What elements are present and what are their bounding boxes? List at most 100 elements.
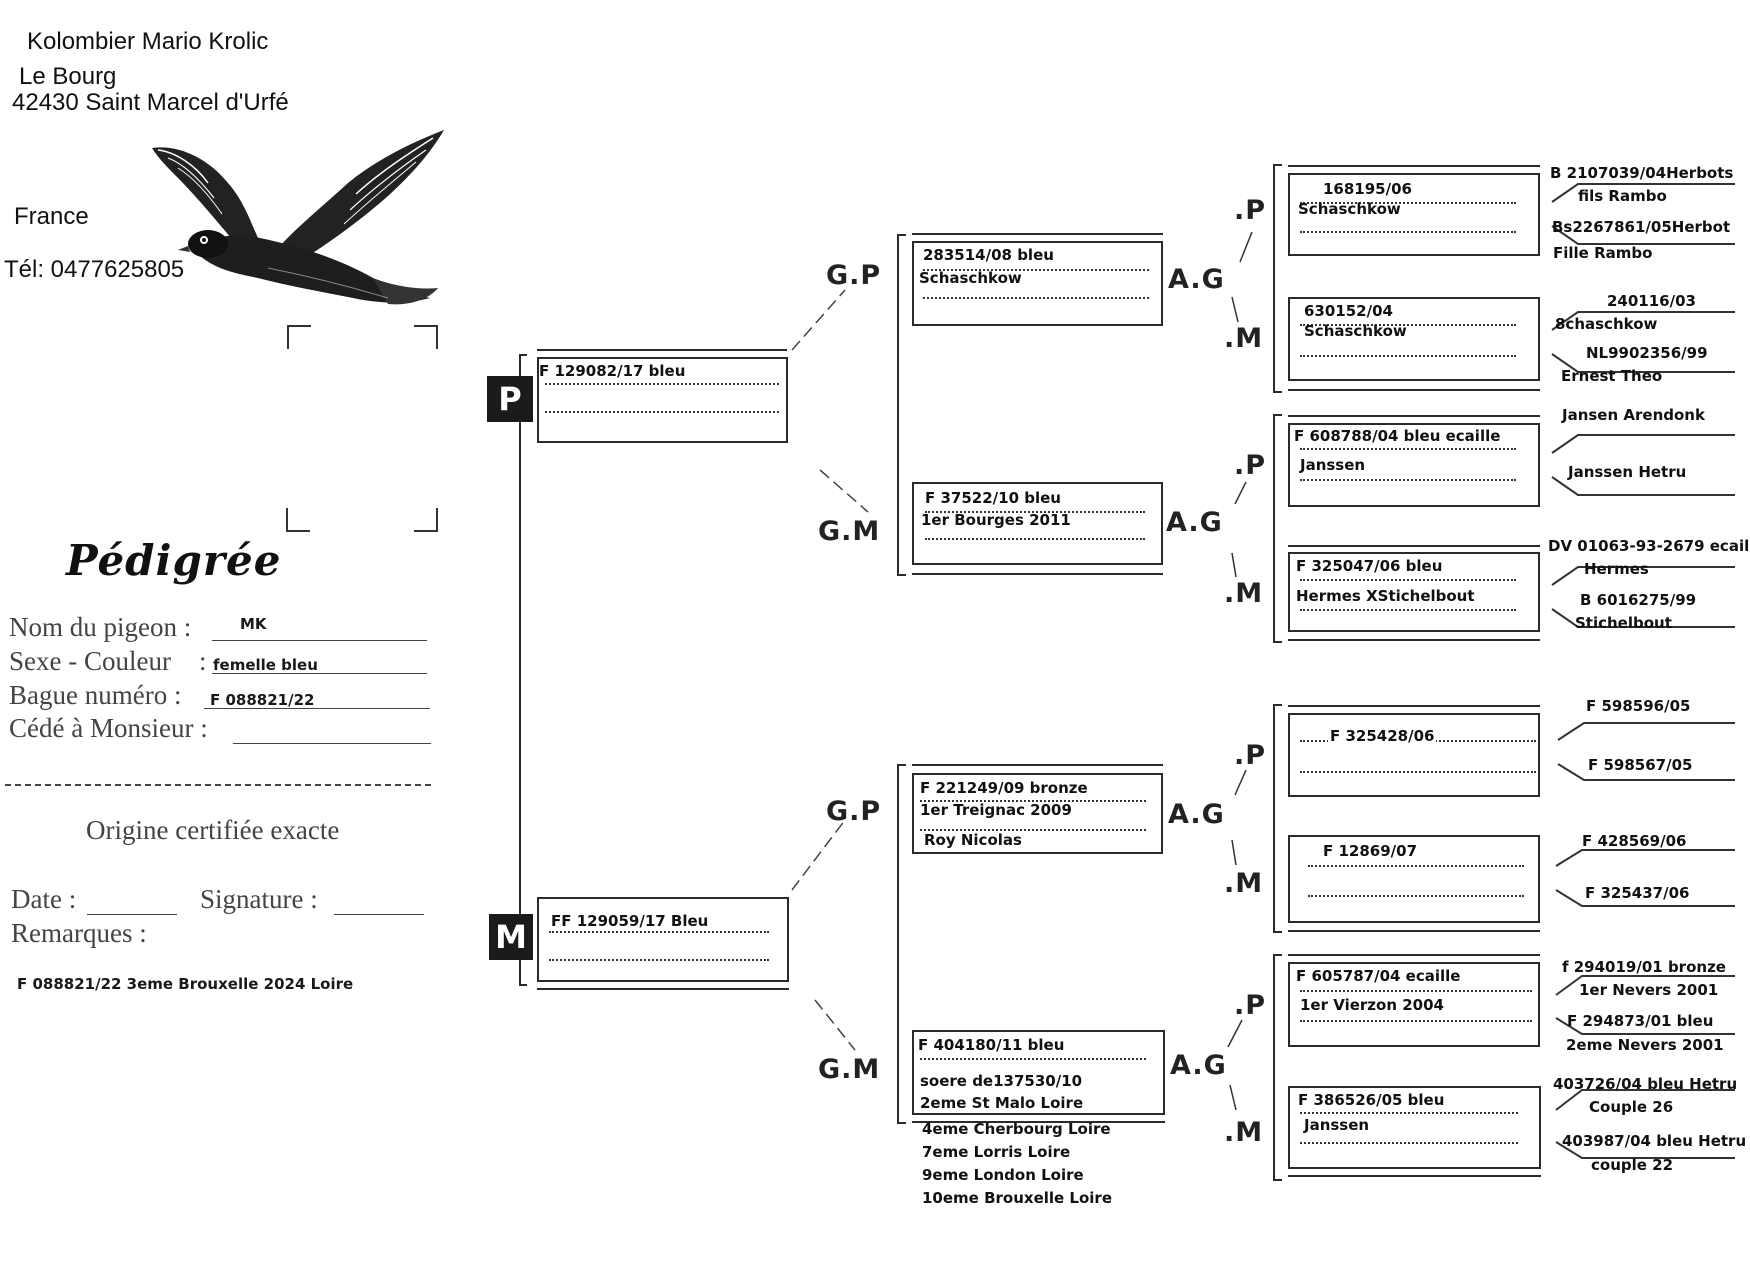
sex-color-label: Sexe - Couleur — [9, 646, 171, 676]
ggg-1a-info: fils Rambo — [1578, 187, 1667, 205]
gg-8-info: Janssen — [1304, 1116, 1370, 1134]
gg-7-ring: F 605787/04 ecaille — [1296, 967, 1461, 985]
name-value: MK — [240, 615, 267, 633]
pedigree-title: Pédigrée — [66, 536, 282, 585]
label-ag-4: A.G — [1170, 1050, 1227, 1081]
father-badge: P — [487, 376, 533, 422]
gg-1-info: Schaschkow — [1298, 200, 1401, 218]
gg-box-7[interactable]: F 605787/04 ecaille 1er Vierzon 2004 — [1288, 962, 1540, 1047]
address-line-1: Le Bourg — [19, 63, 117, 90]
label-gp-father-side: G.P — [826, 260, 882, 291]
gg-4-info: Hermes XStichelbout — [1296, 587, 1475, 605]
mother-badge: M — [489, 914, 533, 960]
sex-color-separator: : — [199, 646, 207, 676]
father-ring: F 129082/17 bleu — [539, 362, 686, 380]
label-ggm-1: .M — [1224, 323, 1264, 354]
label-ggp-3: .P — [1234, 740, 1267, 771]
ggg-8a-info: Couple 26 — [1589, 1098, 1674, 1116]
phone: Tél: 0477625805 — [4, 256, 185, 283]
ggg-6b: F 325437/06 — [1585, 884, 1690, 902]
parents-bracket — [519, 354, 527, 986]
transferred-label: Cédé à Monsieur : — [9, 713, 208, 743]
gg-7-info: 1er Vierzon 2004 — [1300, 996, 1444, 1014]
maternal-grandmother-result-5: 10eme Brouxelle Loire — [922, 1189, 1112, 1207]
gg-box-3[interactable]: F 608788/04 bleu ecaille Janssen — [1288, 423, 1540, 507]
gg-8-ring: F 386526/05 bleu — [1298, 1091, 1445, 1109]
label-ggp-4: .P — [1234, 990, 1267, 1021]
sex-color-line — [212, 673, 427, 674]
gg-box-1[interactable]: 168195/06 Schaschkow — [1288, 173, 1540, 256]
maternal-grandmother-result-4: 9eme London Loire — [922, 1166, 1084, 1184]
label-ggm-3: .M — [1224, 868, 1264, 899]
ggg-2a-info: 8chaschkow — [1555, 315, 1658, 333]
ring-value: F 088821/22 — [210, 691, 315, 709]
photo-frame-corner-br — [414, 508, 438, 532]
name-label: Nom du pigeon : — [9, 612, 192, 642]
name-line — [212, 640, 427, 641]
remarks-value: F 088821/22 3eme Brouxelle 2024 Loire — [17, 975, 354, 993]
father-box[interactable]: F 129082/17 bleu — [537, 357, 788, 443]
paternal-grandfather-box[interactable]: 283514/08 bleu Schaschkow — [912, 241, 1163, 326]
ggg-7a: f 294019/01 bronze — [1562, 958, 1726, 976]
gg-box-5[interactable]: F 325428/06 — [1288, 713, 1540, 797]
gg-box-6[interactable]: F 12869/07 — [1288, 835, 1540, 923]
transferred-line — [233, 743, 431, 744]
gg-6-ring: F 12869/07 — [1323, 842, 1418, 860]
label-gm-mother-side: G.M — [818, 1054, 881, 1085]
ggg-1b-info: Fille Rambo — [1553, 244, 1653, 262]
ggg-3a: Jansen Arendonk — [1562, 406, 1705, 424]
connector-m-gp — [791, 819, 846, 891]
signature-label: Signature : — [200, 884, 318, 914]
label-ag-1: A.G — [1168, 264, 1225, 295]
connector-p-gm — [819, 469, 869, 513]
gg-box-4[interactable]: F 325047/06 bleu Hermes XStichelbout — [1288, 552, 1540, 632]
sex-color-value: femelle bleu — [213, 656, 318, 674]
photo-frame-corner-tr — [414, 325, 438, 349]
ring-line — [204, 708, 430, 709]
label-ggm-4: .M — [1224, 1117, 1264, 1148]
maternal-grandmother-result-3: 7eme Lorris Loire — [922, 1143, 1071, 1161]
ggg-7b: F 294873/01 bleu — [1567, 1012, 1714, 1030]
gg-1-ring: 168195/06 — [1323, 180, 1412, 198]
ggg-2a: 240116/03 — [1607, 292, 1696, 310]
ggg-1b: Bs2267861/05Herbot — [1552, 218, 1731, 236]
label-gm-father-side: G.M — [818, 516, 881, 547]
ggg-5a: F 598596/05 — [1586, 697, 1691, 715]
ggg-4b-info: Stichelbout — [1575, 614, 1672, 632]
gg-box-2[interactable]: 630152/04 Schaschkow — [1288, 297, 1540, 381]
connector-m-gm — [814, 999, 856, 1051]
gg-2-info: Schaschkow — [1304, 322, 1407, 340]
label-ag-3: A.G — [1168, 799, 1225, 830]
ggg-8b: 403987/04 bleu Hetru — [1562, 1132, 1747, 1150]
paternal-grandmother-ring: F 37522/10 bleu — [925, 489, 1061, 507]
ggg-5b: F 598567/05 — [1588, 756, 1693, 774]
mother-box[interactable]: FF 129059/17 Bleu — [537, 897, 789, 982]
pigeon-logo-icon — [148, 128, 448, 313]
separator-dashed-line — [5, 784, 431, 786]
ggg-4a-info: Hermes — [1584, 560, 1649, 578]
maternal-grandmother-box[interactable]: F 404180/11 bleu soere de137530/10 2eme … — [912, 1030, 1165, 1115]
label-gp-mother-side: G.P — [826, 796, 882, 827]
label-ggp-2: .P — [1234, 450, 1267, 481]
maternal-grandmother-result-1: 2eme St Malo Loire — [920, 1094, 1084, 1112]
ggg-7b-info: 2eme Nevers 2001 — [1566, 1036, 1724, 1054]
date-label: Date : — [11, 884, 77, 914]
maternal-grandfather-box[interactable]: F 221249/09 bronze 1er Treignac 2009 Roy… — [912, 773, 1163, 854]
paternal-grandmother-box[interactable]: F 37522/10 bleu 1er Bourges 2011 — [912, 482, 1163, 565]
maternal-grandmother-result-2: 4eme Cherbourg Loire — [922, 1120, 1111, 1138]
maternal-grandmother-sibling: soere de137530/10 — [920, 1072, 1083, 1090]
ggg-7a-info: 1er Nevers 2001 — [1579, 981, 1719, 999]
maternal-grandmother-ring: F 404180/11 bleu — [918, 1036, 1065, 1054]
ring-label: Bague numéro : — [9, 680, 182, 710]
gg-4-ring: F 325047/06 bleu — [1296, 557, 1443, 575]
ggg-4b: B 6016275/99 — [1580, 591, 1697, 609]
signature-line — [334, 914, 424, 915]
paternal-grandmother-info: 1er Bourges 2011 — [921, 511, 1071, 529]
ggg-8b-info: couple 22 — [1591, 1156, 1674, 1174]
ggg-6a: F 428569/06 — [1582, 832, 1687, 850]
label-ag-2: A.G — [1166, 507, 1223, 538]
gg-2-ring: 630152/04 — [1304, 302, 1393, 320]
gg-box-8[interactable]: F 386526/05 bleu Janssen — [1288, 1086, 1541, 1169]
label-ggm-2: .M — [1224, 578, 1264, 609]
